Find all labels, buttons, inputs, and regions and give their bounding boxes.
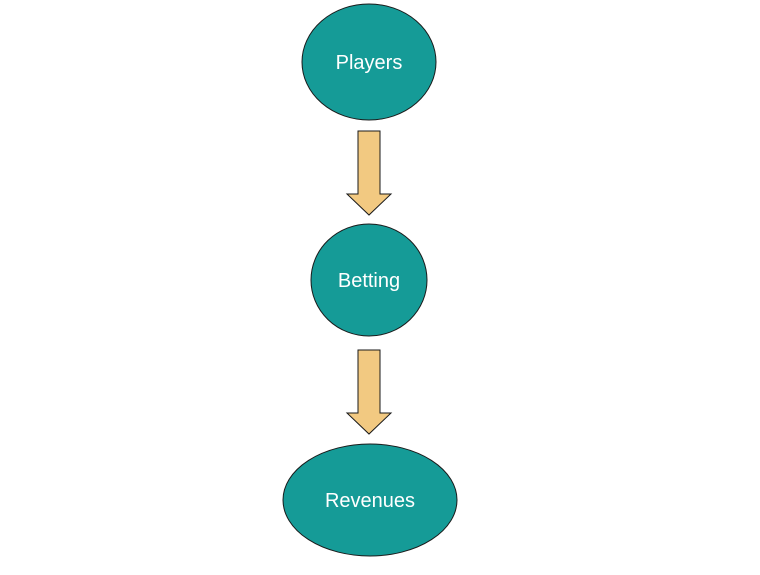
node-revenues-label: Revenues: [325, 490, 415, 512]
node-revenues: Revenues: [282, 443, 458, 557]
arrow-down-2: [345, 349, 393, 435]
node-players: Players: [301, 3, 437, 121]
node-players-label: Players: [336, 52, 403, 74]
arrow-players-to-betting: [345, 130, 393, 216]
node-players-ellipse: [301, 3, 437, 121]
node-betting: Betting: [310, 223, 428, 337]
arrow-down-1: [345, 130, 393, 216]
node-revenues-ellipse: [282, 443, 458, 557]
node-betting-ellipse: [310, 223, 428, 337]
arrow-betting-to-revenues: [345, 349, 393, 435]
node-betting-label: Betting: [338, 270, 400, 292]
